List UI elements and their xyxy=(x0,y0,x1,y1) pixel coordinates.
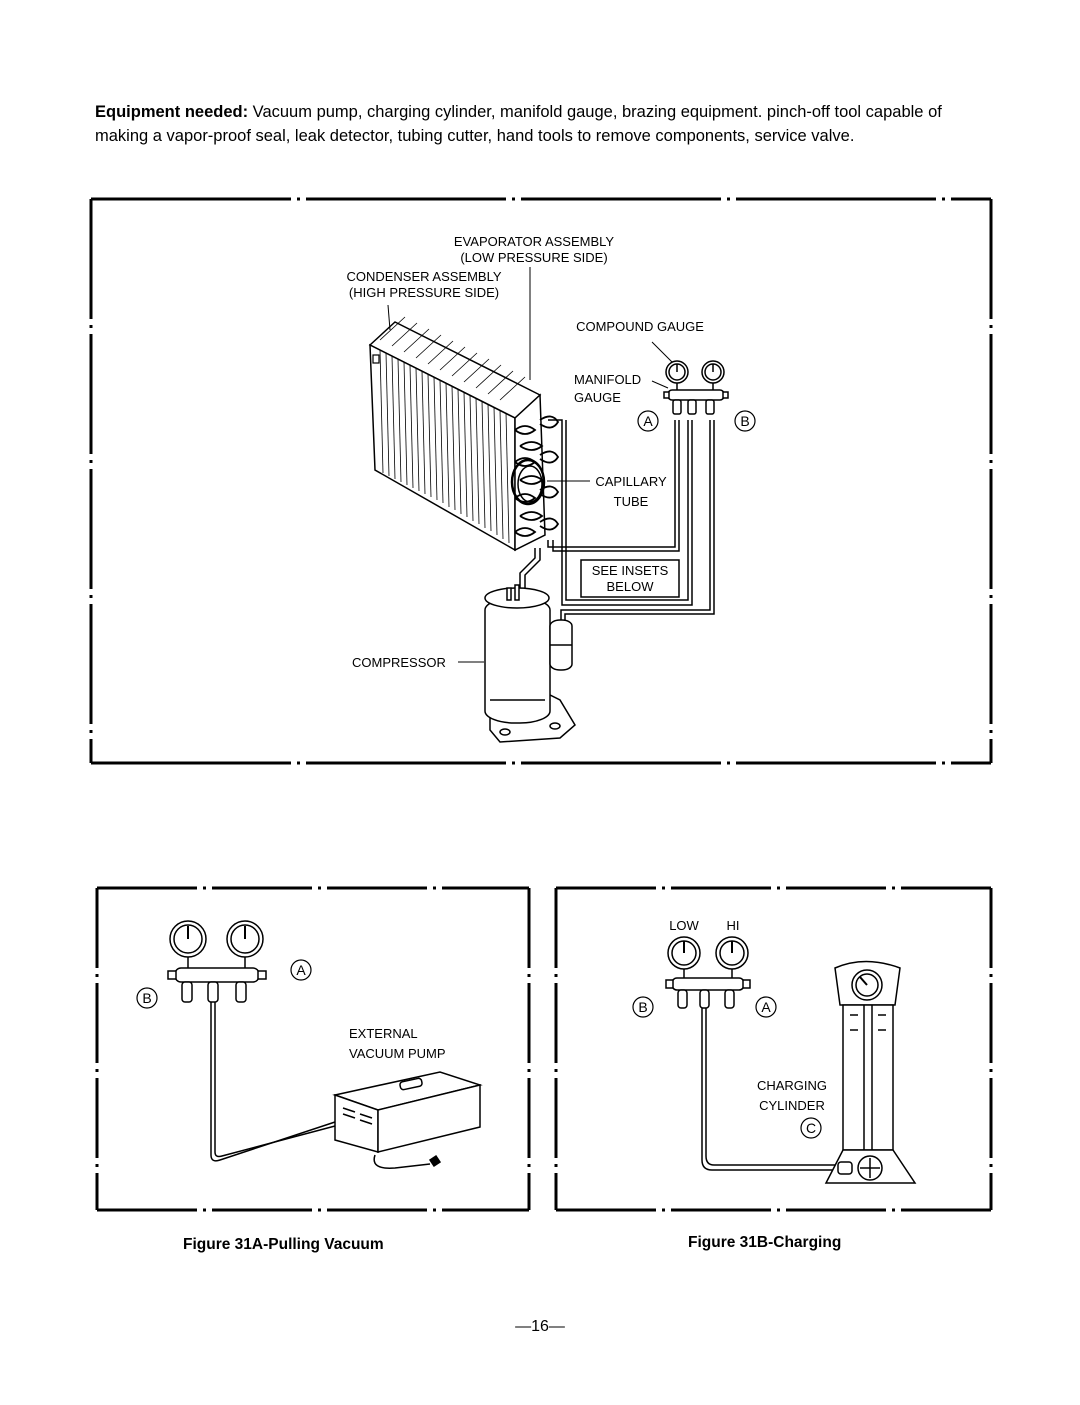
capillary-label-1: CAPILLARY xyxy=(595,474,667,489)
inset-b-port-b: B xyxy=(638,999,647,1015)
inset-a-port-a: A xyxy=(296,962,306,978)
inset-b-gauge xyxy=(665,936,751,1009)
inset-a-gauge xyxy=(167,920,267,1003)
inset-a-hoses xyxy=(210,1002,431,1169)
figure-31b-caption: Figure 31B-Charging xyxy=(688,1234,842,1251)
figure-31a-caption: Figure 31A-Pulling Vacuum xyxy=(183,1236,384,1253)
see-insets-box xyxy=(580,559,680,598)
port-a-circle xyxy=(637,410,659,432)
manifold-label-2: GAUGE xyxy=(574,390,621,405)
vacuum-pump-drawing xyxy=(332,1071,483,1168)
intro-lead: Equipment needed: xyxy=(95,103,249,121)
charging-cylinder-drawing xyxy=(824,960,917,1184)
inset-b-port-b-circle xyxy=(632,996,654,1018)
main-frame xyxy=(89,197,993,765)
see-insets-label-2: BELOW xyxy=(607,579,655,594)
low-label: LOW xyxy=(669,918,699,933)
inset-b-port-a: A xyxy=(761,999,771,1015)
intro-text: Vacuum pump, charging cylinder, manifold… xyxy=(95,103,942,145)
inset-a-port-b: B xyxy=(142,990,151,1006)
capillary-label-2: TUBE xyxy=(614,494,649,509)
inset-a-port-a-circle xyxy=(290,959,312,981)
see-insets-label-1: SEE INSETS xyxy=(592,563,669,578)
inset-a-frame xyxy=(95,886,531,1212)
port-c-circle xyxy=(800,1117,822,1139)
port-a-label: A xyxy=(643,413,653,429)
compressor-label: COMPRESSOR xyxy=(352,655,446,670)
leader-lines xyxy=(387,267,673,663)
vacuum-pump-label-1: EXTERNAL xyxy=(349,1026,418,1041)
compressor-drawing xyxy=(484,584,576,743)
evaporator-label-1: EVAPORATOR ASSEMBLY xyxy=(454,234,614,249)
main-labels: EVAPORATOR ASSEMBLY (LOW PRESSURE SIDE) … xyxy=(346,234,756,670)
inset-b-hose xyxy=(701,1008,840,1171)
inset-b-frame xyxy=(554,886,993,1212)
charging-cylinder-label-1: CHARGING xyxy=(757,1078,827,1093)
condenser-label-1: CONDENSER ASSEMBLY xyxy=(346,269,501,284)
page-number: —16— xyxy=(515,1318,565,1335)
evaporator-label-2: (LOW PRESSURE SIDE) xyxy=(460,250,607,265)
manifold-label-1: MANIFOLD xyxy=(574,372,641,387)
port-c-label: C xyxy=(806,1120,816,1136)
port-b-circle xyxy=(734,410,756,432)
condenser-label-2: (HIGH PRESSURE SIDE) xyxy=(349,285,499,300)
port-b-label: B xyxy=(740,413,749,429)
charging-cylinder-label-2: CYLINDER xyxy=(759,1098,825,1113)
inset-b-labels: LOW HI B A CHARGING CYLINDER C xyxy=(632,918,827,1139)
hi-label: HI xyxy=(727,918,740,933)
vacuum-pump-label-2: VACUUM PUMP xyxy=(349,1046,446,1061)
inset-a-labels: A B EXTERNAL VACUUM PUMP xyxy=(136,959,446,1061)
inset-a-port-b-circle xyxy=(136,987,158,1009)
main-manifold-gauge xyxy=(663,360,729,415)
inset-b-port-a-circle xyxy=(755,996,777,1018)
compound-gauge-label: COMPOUND GAUGE xyxy=(576,319,704,334)
intro-paragraph: Equipment needed: Vacuum pump, charging … xyxy=(95,100,995,148)
coil-assembly-drawing xyxy=(368,316,560,552)
